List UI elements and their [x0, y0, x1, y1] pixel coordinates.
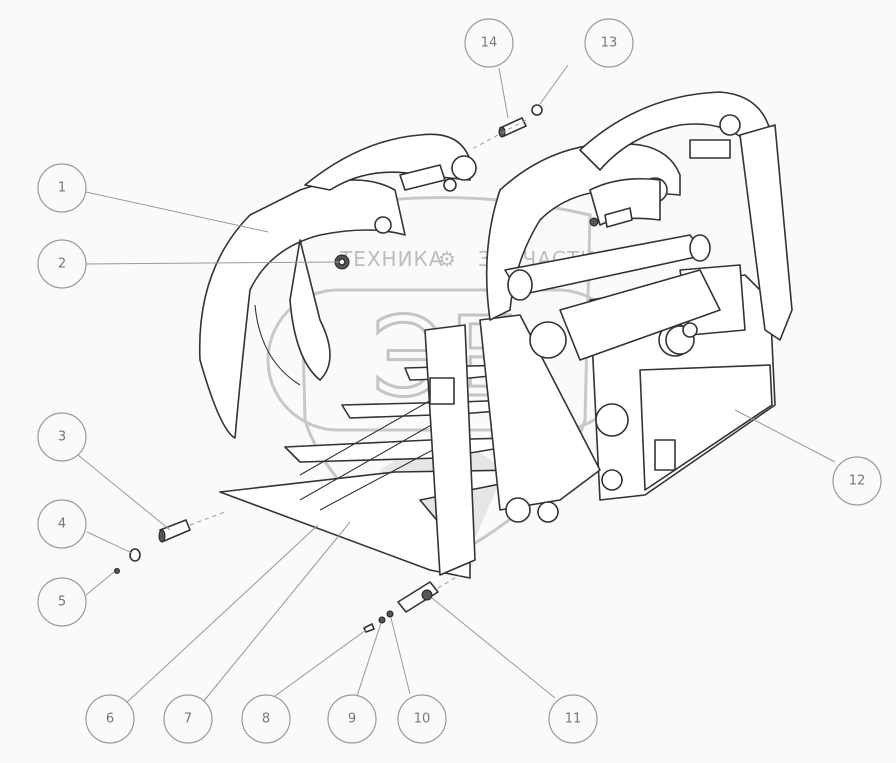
- left-arm: [424, 314, 601, 576]
- svg-text:8: 8: [262, 712, 270, 727]
- bolt-5: [114, 568, 120, 574]
- svg-text:13: 13: [601, 36, 618, 51]
- callout-8: 8: [241, 694, 291, 744]
- assembly-lines: [189, 119, 527, 589]
- svg-text:4: 4: [58, 517, 66, 532]
- hydraulic-cylinder: [559, 269, 721, 361]
- ring-13: [531, 104, 543, 116]
- nut-10: [386, 610, 394, 618]
- watermark-gear-icon: ⚙: [438, 247, 457, 271]
- callout-4: 4: [37, 499, 87, 549]
- ring-4: [129, 548, 141, 562]
- callout-2: 2: [37, 239, 87, 289]
- callout-10: 10: [397, 694, 447, 744]
- svg-text:12: 12: [849, 474, 866, 489]
- svg-text:11: 11: [565, 712, 582, 727]
- leader-lines: [77, 64, 836, 706]
- callout-14: 14: [464, 18, 514, 68]
- top-shaft: [504, 234, 711, 301]
- loose-parts: [114, 104, 543, 633]
- svg-text:2: 2: [58, 257, 66, 272]
- svg-text:7: 7: [184, 712, 192, 727]
- callout-7: 7: [163, 694, 213, 744]
- washer-9: [378, 616, 386, 624]
- callout-6: 6: [85, 694, 135, 744]
- right-upper-claw: [579, 91, 793, 341]
- svg-text:5: 5: [58, 595, 66, 610]
- svg-text:14: 14: [481, 36, 498, 51]
- svg-text:3: 3: [58, 430, 66, 445]
- svg-text:9: 9: [348, 712, 356, 727]
- svg-text:6: 6: [106, 712, 114, 727]
- callout-3: 3: [37, 412, 87, 462]
- right-claw: [485, 142, 681, 321]
- pin-11: [397, 581, 439, 613]
- svg-text:1: 1: [58, 181, 66, 196]
- watermark-text-left: ТЕХНИКА: [339, 247, 443, 271]
- callout-9: 9: [327, 694, 377, 744]
- callout-5: 5: [37, 577, 87, 627]
- left-upper-claw: [304, 133, 477, 192]
- svg-text:10: 10: [414, 712, 431, 727]
- callout-12: 12: [832, 456, 882, 506]
- callouts: 1 2 3 4 5 6 7 8 9 10 11: [37, 18, 882, 744]
- callout-11: 11: [548, 694, 598, 744]
- grapple-assembly: [198, 91, 793, 579]
- callout-1: 1: [37, 163, 87, 213]
- callout-13: 13: [584, 18, 634, 68]
- left-claw: [198, 179, 406, 439]
